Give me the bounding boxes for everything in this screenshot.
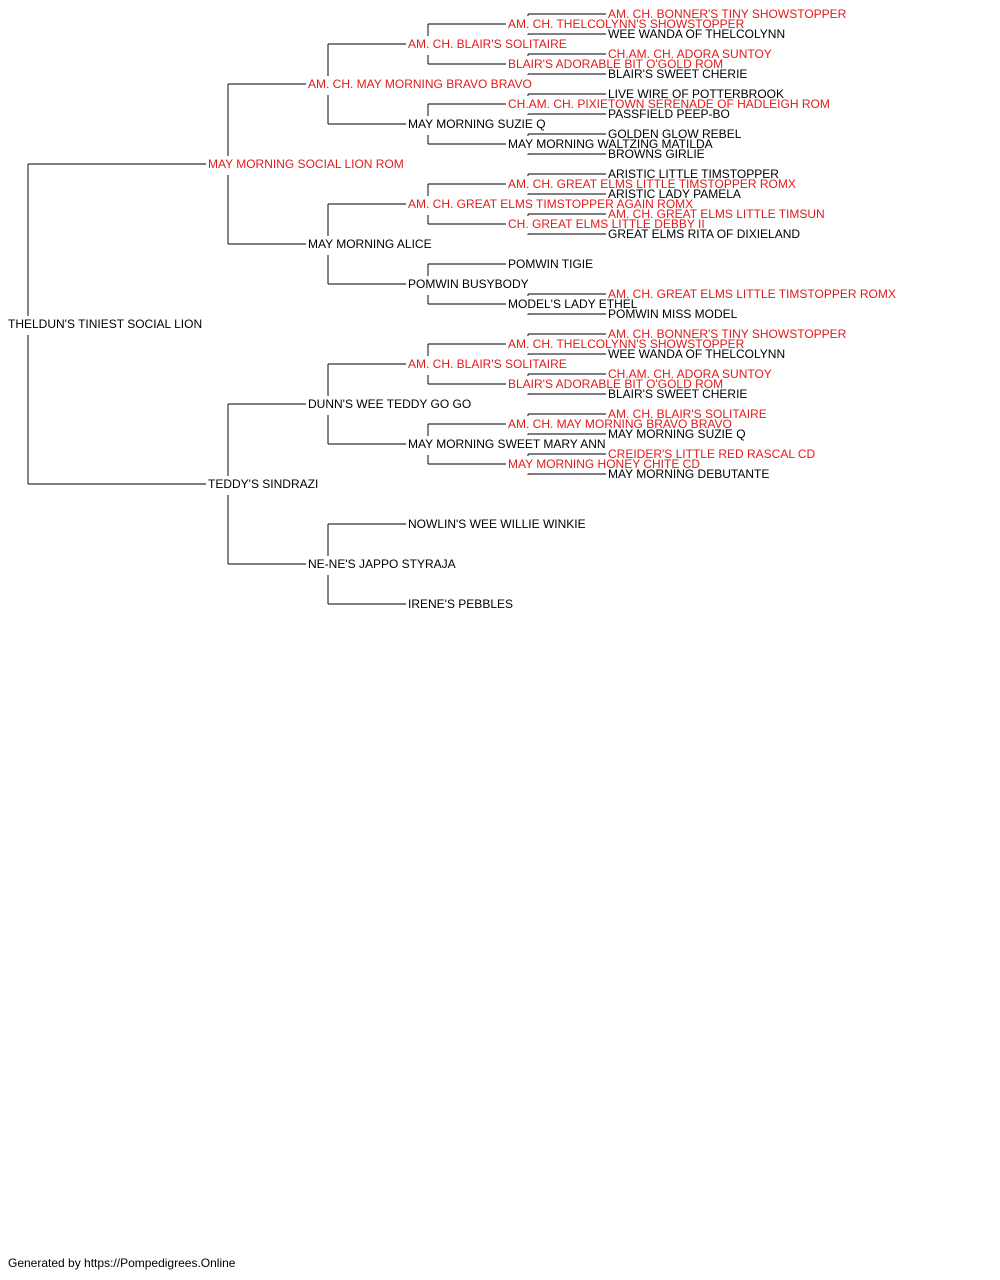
dog-name[interactable]: BROWNS GIRLIE <box>608 147 705 161</box>
dog-name[interactable]: TEDDY'S SINDRAZI <box>208 477 318 491</box>
dog-name[interactable]: BLAIR'S ADORABLE BIT O'GOLD ROM <box>508 57 723 71</box>
dog-name[interactable]: CREIDER'S LITTLE RED RASCAL CD <box>608 447 816 461</box>
dog-name[interactable]: AM. CH. GREAT ELMS LITTLE TIMSTOPPER ROM… <box>608 287 896 301</box>
dog-name[interactable]: AM. CH. GREAT ELMS TIMSTOPPER AGAIN ROMX <box>408 197 693 211</box>
dog-name[interactable]: CH.AM. CH. PIXIETOWN SERENADE OF HADLEIG… <box>508 97 830 111</box>
dog-name[interactable]: MAY MORNING DEBUTANTE <box>608 467 769 481</box>
dog-name[interactable]: POMWIN TIGIE <box>508 257 593 271</box>
dog-name[interactable]: AM. CH. THELCOLYNN'S SHOWSTOPPER <box>508 337 745 351</box>
dog-name[interactable]: AM. CH. MAY MORNING BRAVO BRAVO <box>508 417 732 431</box>
dog-name[interactable]: AM. CH. GREAT ELMS LITTLE TIMSUN <box>608 207 825 221</box>
dog-name[interactable]: POMWIN MISS MODEL <box>608 307 738 321</box>
dog-name[interactable]: AM. CH. MAY MORNING BRAVO BRAVO <box>308 77 532 91</box>
footer-credit: Generated by https://Pompedigrees.Online <box>8 1256 236 1270</box>
dog-name[interactable]: AM. CH. GREAT ELMS LITTLE TIMSTOPPER ROM… <box>508 177 796 191</box>
dog-name[interactable]: AM. CH. BLAIR'S SOLITAIRE <box>408 37 567 51</box>
dog-name[interactable]: ARISTIC LADY PAMELA <box>608 187 741 201</box>
dog-name[interactable]: PASSFIELD PEEP-BO <box>608 107 730 121</box>
dog-name[interactable]: AM. CH. BONNER'S TINY SHOWSTOPPER <box>608 327 847 341</box>
dog-name[interactable]: AM. CH. BLAIR'S SOLITAIRE <box>608 407 767 421</box>
dog-name[interactable]: WEE WANDA OF THELCOLYNN <box>608 27 785 41</box>
dog-name[interactable]: NOWLIN'S WEE WILLIE WINKIE <box>408 517 586 531</box>
dog-name[interactable]: CH.AM. CH. ADORA SUNTOY <box>608 367 772 381</box>
dog-name[interactable]: MAY MORNING SUZIE Q <box>608 427 746 441</box>
dog-name[interactable]: MAY MORNING ALICE <box>308 237 432 251</box>
dog-name[interactable]: ARISTIC LITTLE TIMSTOPPER <box>608 167 779 181</box>
dog-name[interactable]: NE-NE'S JAPPO STYRAJA <box>308 557 456 571</box>
dog-name[interactable]: GOLDEN GLOW REBEL <box>608 127 742 141</box>
dog-name[interactable]: POMWIN BUSYBODY <box>408 277 529 291</box>
dog-name[interactable]: DUNN'S WEE TEDDY GO GO <box>308 397 471 411</box>
dog-name[interactable]: AM. CH. THELCOLYNN'S SHOWSTOPPER <box>508 17 745 31</box>
dog-name[interactable]: THELDUN'S TINIEST SOCIAL LION <box>8 317 202 331</box>
dog-name[interactable]: MODEL'S LADY ETHEL <box>508 297 638 311</box>
dog-name[interactable]: BLAIR'S SWEET CHERIE <box>608 67 747 81</box>
dog-name[interactable]: MAY MORNING WALTZING MATILDA <box>508 137 713 151</box>
dog-name[interactable]: WEE WANDA OF THELCOLYNN <box>608 347 785 361</box>
dog-name[interactable]: CH.AM. CH. ADORA SUNTOY <box>608 47 772 61</box>
dog-name[interactable]: GREAT ELMS RITA OF DIXIELAND <box>608 227 800 241</box>
dog-name[interactable]: MAY MORNING SUZIE Q <box>408 117 546 131</box>
dog-name[interactable]: AM. CH. BONNER'S TINY SHOWSTOPPER <box>608 7 847 21</box>
dog-name[interactable]: AM. CH. BLAIR'S SOLITAIRE <box>408 357 567 371</box>
dog-name[interactable]: MAY MORNING HONEY CHITE CD <box>508 457 700 471</box>
dog-name[interactable]: BLAIR'S SWEET CHERIE <box>608 387 747 401</box>
dog-name[interactable]: IRENE'S PEBBLES <box>408 597 513 611</box>
dog-name[interactable]: MAY MORNING SWEET MARY ANN <box>408 437 606 451</box>
dog-name[interactable]: LIVE WIRE OF POTTERBROOK <box>608 87 784 101</box>
dog-name[interactable]: CH. GREAT ELMS LITTLE DEBBY II <box>508 217 705 231</box>
dog-name[interactable]: BLAIR'S ADORABLE BIT O'GOLD ROM <box>508 377 723 391</box>
dog-name[interactable]: MAY MORNING SOCIAL LION ROM <box>208 157 404 171</box>
